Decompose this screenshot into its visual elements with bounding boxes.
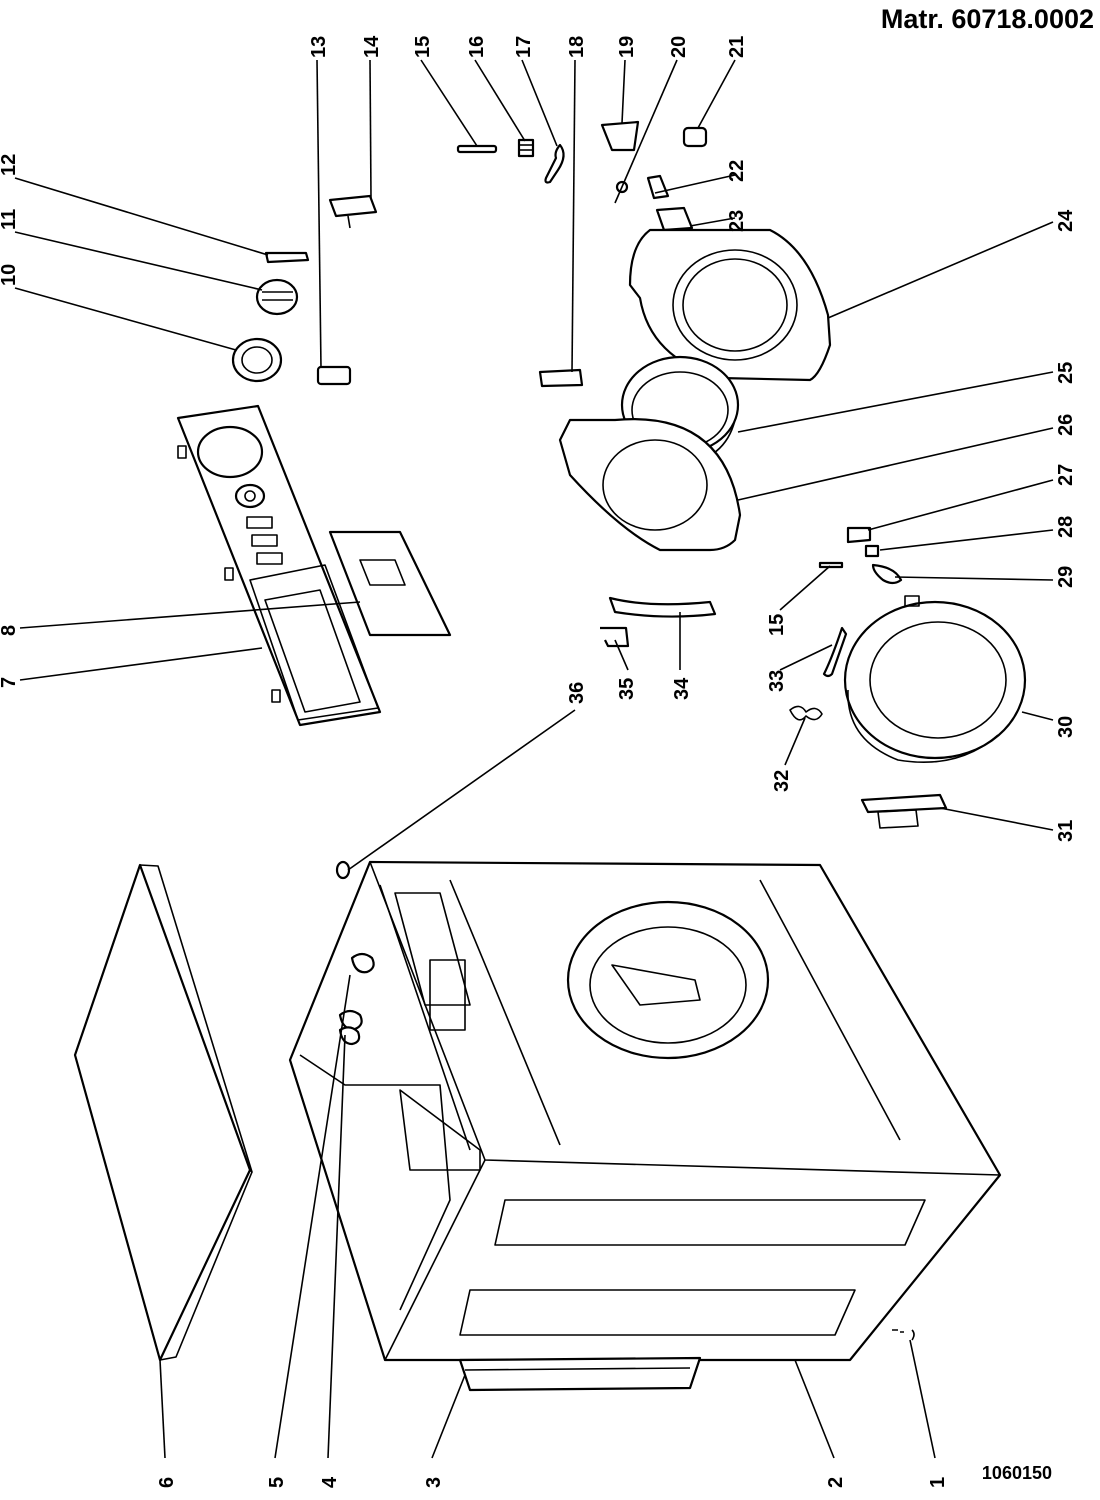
- part-catch-plate: [846, 526, 872, 544]
- part-hinge-bracket: [608, 596, 717, 618]
- part-control-panel: [176, 404, 382, 727]
- part-door-lock: [860, 793, 948, 829]
- callout-18: 18: [566, 36, 588, 58]
- material-number: Matr. 60718.0002: [880, 4, 1094, 34]
- part-door-inner-frame: [558, 418, 742, 552]
- part-small-knob: [335, 860, 351, 880]
- callout-34: 34: [671, 677, 693, 700]
- part-lock-block: [600, 120, 640, 152]
- part-latch: [538, 368, 584, 388]
- callout-21: 21: [726, 36, 748, 58]
- callout-1: 1: [927, 1477, 949, 1488]
- callout-15: 15: [412, 36, 434, 58]
- part-cabinet: [288, 860, 1002, 1362]
- callout-29: 29: [1055, 566, 1077, 588]
- callout-16: 16: [466, 36, 488, 58]
- callout-5: 5: [266, 1477, 288, 1488]
- leader-lines: [14, 59, 1054, 1459]
- part-top-panel: [73, 863, 253, 1362]
- callout-12: 12: [0, 154, 20, 176]
- callout-3: 3: [423, 1477, 445, 1488]
- callout-26: 26: [1055, 414, 1077, 436]
- callout-19: 19: [616, 36, 638, 58]
- callout-24: 24: [1055, 209, 1077, 232]
- callout-13: 13: [308, 36, 330, 58]
- drawing-code: 1060150: [981, 1463, 1052, 1483]
- part-clip: [264, 251, 310, 264]
- part-cap: [682, 126, 708, 148]
- part-door-hook: [871, 563, 903, 585]
- callout-28: 28: [1055, 516, 1077, 538]
- callout-23: 23: [726, 210, 748, 232]
- callout-22: 22: [726, 160, 748, 182]
- part-door-bowl: [843, 595, 1027, 763]
- callout-25: 25: [1055, 362, 1077, 384]
- callout-4: 4: [319, 1476, 341, 1488]
- part-small-spring: [864, 544, 880, 558]
- part-knob: [255, 278, 299, 316]
- part-knob-ring: [231, 337, 283, 383]
- part-screws: [892, 1329, 915, 1341]
- callout-6: 6: [156, 1477, 178, 1488]
- part-pin: [456, 144, 498, 154]
- part-bracket: [646, 174, 670, 200]
- part-plate: [655, 206, 694, 232]
- callout-14: 14: [361, 35, 383, 58]
- callout-31: 31: [1055, 820, 1077, 842]
- callout-11: 11: [0, 209, 20, 230]
- part-spring: [517, 138, 535, 158]
- callout-15b: 15: [766, 614, 788, 636]
- callout-36: 36: [566, 682, 588, 704]
- part-spring-wire: [789, 705, 823, 721]
- callout-17: 17: [513, 36, 535, 58]
- callout-35: 35: [616, 678, 638, 700]
- part-base-tray: [458, 1356, 702, 1392]
- callout-33: 33: [766, 670, 788, 692]
- part-pin-2: [818, 561, 844, 569]
- callout-labels: 1 2 3 4 5 6 7 8 10 11 12 13 14 15 16 17 …: [0, 35, 1077, 1488]
- callout-7: 7: [0, 677, 20, 688]
- part-door-frame: [628, 228, 832, 382]
- part-dispenser-front: [328, 530, 452, 637]
- part-hook: [544, 143, 565, 184]
- callout-8: 8: [0, 625, 20, 636]
- part-hinge: [600, 626, 630, 648]
- part-button: [316, 365, 352, 386]
- part-door-handle: [822, 626, 848, 678]
- part-switch: [328, 194, 378, 229]
- callout-2: 2: [825, 1477, 847, 1488]
- callout-10: 10: [0, 264, 20, 286]
- callout-20: 20: [668, 36, 690, 58]
- callout-30: 30: [1055, 716, 1077, 738]
- part-hinges: [338, 952, 375, 1046]
- callout-32: 32: [771, 770, 793, 792]
- callout-27: 27: [1055, 464, 1077, 486]
